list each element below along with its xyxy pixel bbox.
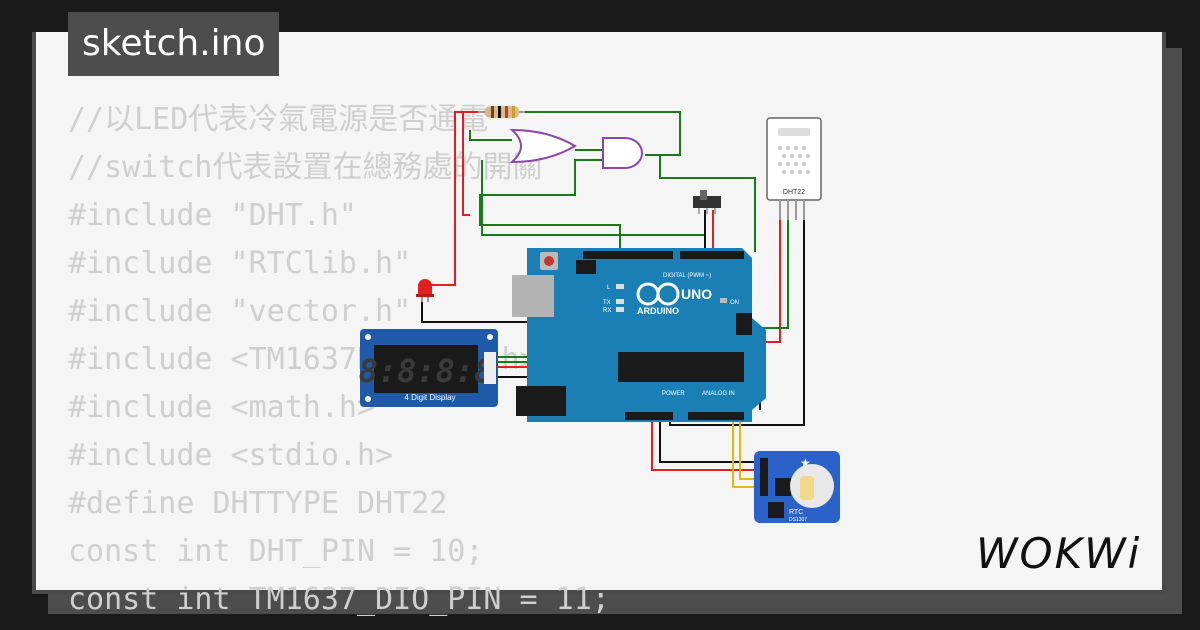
code-line: #include "RTClib.h" [68, 246, 412, 281]
wire-yellow [739, 413, 760, 480]
arduino-l-label: L [607, 285, 611, 291]
code-line: //以LED代表冷氣電源是否通電 [68, 102, 489, 137]
rtc-star-icon: ★ [800, 456, 811, 470]
wire-green [469, 130, 512, 141]
arduino-uno: UNO ARDUINO DIGITAL (PWM ~) ANALOG IN PO… [512, 248, 766, 422]
arduino-model: UNO [681, 286, 712, 302]
wire-green [479, 159, 621, 255]
dht22-sensor: DHT22 [766, 117, 822, 220]
wokwi-logo-text: WOKWi [976, 529, 1141, 578]
code-line: #include "vector.h" [68, 294, 412, 329]
wire-yellow [732, 413, 760, 488]
wokwi-logo[interactable]: WOKWi [976, 528, 1152, 578]
wire-black [659, 413, 760, 463]
arduino-digital-label: DIGITAL (PWM ~) [663, 273, 711, 279]
rtc-chip-label: DS1307 [789, 517, 807, 523]
rtc-label: RTC [789, 509, 803, 516]
wire-green [520, 111, 681, 156]
wire-green [645, 154, 756, 252]
wire-red [651, 413, 760, 471]
wire-green [481, 160, 706, 255]
code-line: const int TM1637_DIO_PIN = 11; [68, 582, 610, 617]
sensor-label: DHT22 [783, 189, 805, 196]
arduino-tx-label: TX [603, 300, 611, 306]
code-line: const int DHT_PIN = 10; [68, 534, 484, 569]
resistor [478, 106, 525, 118]
display-digits: 8:8:8:8 [359, 352, 494, 390]
slide-switch[interactable] [693, 190, 721, 214]
file-tab[interactable]: sketch.ino [68, 12, 280, 76]
code-line: #define DHTTYPE DHT22 [68, 486, 448, 521]
arduino-rx-label: RX [603, 308, 611, 314]
arduino-brand: ARDUINO [637, 306, 679, 316]
code-line: #include "DHT.h" [68, 198, 357, 233]
led-red [416, 279, 434, 302]
arduino-analog-label: ANALOG IN [702, 391, 735, 397]
and-gate [602, 137, 643, 169]
arduino-power-label: POWER [662, 391, 685, 397]
arduino-logo-icon [636, 282, 680, 306]
display-label: 4 Digit Display [404, 393, 455, 402]
rtc-module: ★ RTC DS1307 [754, 451, 840, 523]
tm1637-display: 8:8:8:8 4 Digit Display [359, 329, 498, 407]
wire-red [462, 112, 470, 216]
code-line: #include <math.h> [68, 390, 376, 425]
arduino-on-label: ON [730, 300, 739, 306]
or-gate [509, 128, 577, 164]
code-line: #include <stdio.h> [68, 438, 394, 473]
